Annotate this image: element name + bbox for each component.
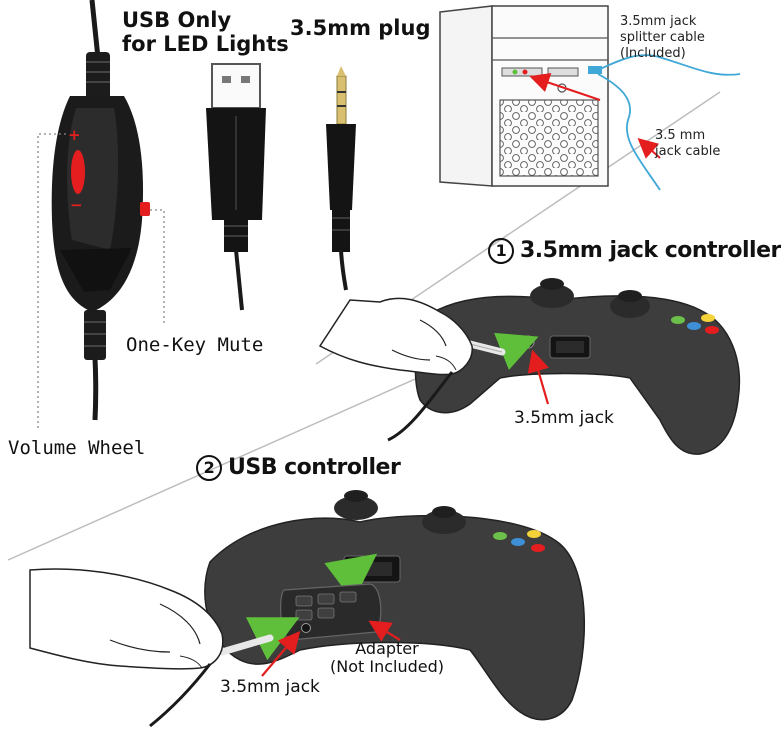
controller-jack-port [521, 335, 535, 349]
usb-plug-icon [206, 63, 266, 311]
jack-arrow-2 [261, 630, 301, 677]
splitter-label: 3.5mm jack splitter cable (Included) [620, 14, 705, 62]
mute-button-control [140, 202, 150, 216]
usb-only-label: USB Only for LED Lights [122, 8, 289, 56]
adapter-arrow [368, 620, 401, 642]
audio-plug-icon [326, 66, 356, 291]
product-illustration: + − [7, 0, 781, 728]
section-number-1: 1 [488, 238, 514, 264]
divider-line-mid [7, 359, 459, 561]
insert-arrow-2 [324, 553, 378, 602]
adapter-icon [280, 583, 382, 641]
volume-callout-line [37, 133, 66, 430]
mute-callout-line [150, 209, 165, 325]
usb-only-line2: for LED Lights [122, 32, 289, 56]
jack-arrow-1 [527, 349, 550, 405]
jack-cable-label: 3.5 mm jack cable [655, 128, 720, 160]
plug-label: 3.5mm plug [290, 16, 431, 40]
jack-cable-arrow [637, 138, 661, 159]
splitter-line2: splitter cable [620, 30, 705, 45]
hand-icon-2 [29, 568, 274, 670]
splitter-line1: 3.5mm jack [620, 14, 697, 29]
section-number-2: 2 [196, 455, 222, 481]
volume-wheel-label: Volume Wheel [8, 437, 146, 459]
one-key-mute-label: One-Key Mute [126, 334, 264, 356]
section-title-2-text: USB controller [228, 455, 401, 480]
adapter-line1: Adapter [355, 639, 419, 658]
jack-cable-line1: 3.5 mm [655, 128, 706, 143]
jack-label-1: 3.5mm jack [514, 408, 614, 428]
volume-minus-sign: − [70, 196, 83, 214]
splitter-line3: (Included) [620, 46, 686, 61]
usb-only-line1: USB Only [122, 8, 232, 32]
volume-wheel-control [71, 150, 85, 194]
adapter-line2: (Not Included) [330, 657, 444, 676]
insert-arrow-1 [494, 332, 539, 370]
inline-remote: + − [51, 0, 150, 421]
adapter-label: Adapter (Not Included) [330, 640, 444, 676]
jack-cable-line2: jack cable [655, 144, 721, 159]
jack-label-2: 3.5mm jack [220, 677, 320, 697]
insert-arrow-3 [245, 617, 300, 661]
pc-port-arrow [529, 73, 601, 101]
hand-icon [318, 297, 506, 376]
splitter-cable [597, 54, 741, 76]
volume-plus-sign: + [68, 126, 81, 144]
illustration-canvas: + − [7, 0, 741, 728]
section-title-1-text: 3.5mm jack controller [520, 238, 781, 263]
pc-tower-icon [439, 5, 609, 187]
